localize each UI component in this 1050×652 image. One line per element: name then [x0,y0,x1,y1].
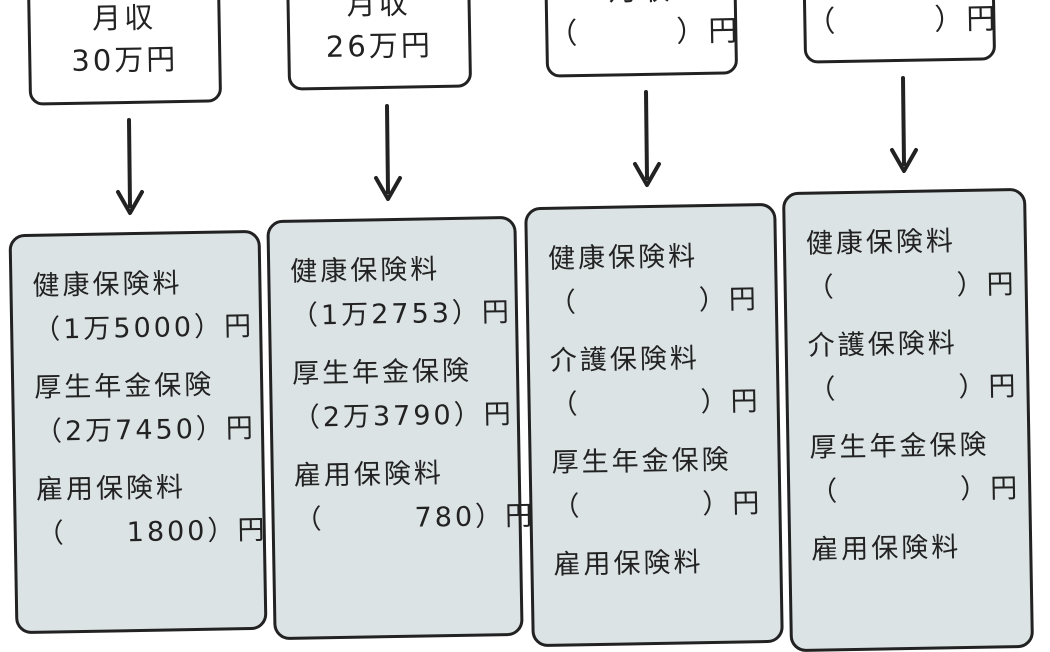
income-box-2: 月収 26万円 [285,0,473,91]
item-amount: （2万7450）円 [34,412,257,448]
deduction-item: 厚生年金保険 （ ）円 [809,423,1029,515]
income-amount: （ ）円 [548,13,741,51]
item-label: 雇用保険料 [293,458,445,492]
income-box-1: 月収 30万円 [26,0,223,106]
item-amount: （ ）円 [552,488,763,523]
income-amount: 26万円 [325,28,434,64]
item-label: 健康保険料 [805,226,957,260]
deduction-item: 雇用保険料 （ 780）円 [293,451,536,543]
item-label: 介護保険料 [549,343,701,377]
item-amount: （ ）円 [806,269,1017,304]
item-label: 健康保険料 [547,241,699,275]
arrow-down-icon [116,118,144,215]
deduction-box-2: 健康保険料 （1万2753）円 厚生年金保険 （2万3790）円 雇用保険料 （ 78… [266,215,536,641]
deduction-item: 介護保険料 （ ）円 [549,336,777,428]
deduction-item: 健康保険料 （1万5000）円 [32,261,260,353]
item-amount: （ 780）円 [294,500,536,536]
deduction-item: 厚生年金保険 （ ）円 [551,438,779,530]
item-label: 健康保険料 [289,254,441,288]
deduction-item: 雇用保険料 （ 1800）円 [35,465,268,557]
deduction-item: 雇用保険料 [811,525,1030,573]
item-amount: （ ）円 [808,371,1019,406]
income-amount: 30万円 [71,42,179,78]
income-label: 月収 [346,0,411,22]
item-amount: （ ）円 [548,284,760,319]
deduction-box-3: 健康保険料 （ ）円 介護保険料 （ ）円 厚生年金保険 （ ）円 雇用保険料 [524,202,784,648]
item-label: 健康保険料 [32,268,183,302]
deduction-item: 健康保険料 （1万2753）円 [290,247,516,339]
deduction-box-1: 健康保険料 （1万5000）円 厚生年金保険 （2万7450）円 雇用保険料 （ 18… [8,229,268,635]
income-amount: （ ）円 [806,1,999,39]
item-label: 雇用保険料 [810,532,962,566]
deduction-item: 健康保険料 （ ）円 [548,234,776,326]
deduction-item: 雇用保険料 [553,540,780,588]
deduction-item: 介護保険料 （ ）円 [807,321,1027,413]
item-label: 厚生年金保険 [33,369,215,404]
item-label: 雇用保険料 [553,547,704,581]
item-label: 雇用保険料 [35,472,187,506]
income-label: 月収 [91,0,157,36]
item-amount: （1万5000）円 [32,310,255,346]
item-amount: （ ）円 [550,386,761,421]
item-amount: （2万3790）円 [292,398,514,434]
item-label: 厚生年金保険 [291,355,473,390]
deduction-item: 厚生年金保険 （2万7450）円 [34,363,262,455]
item-amount: （ ）円 [809,473,1021,508]
deduction-item: 健康保険料 （ ）円 [806,219,1026,311]
arrow-down-icon [633,90,661,187]
item-label: 厚生年金保険 [809,429,990,464]
income-box-4: （ ）円 [801,0,999,64]
item-label: 介護保険料 [807,328,958,362]
income-box-3: 月収 （ ）円 [543,0,741,78]
item-amount: （1万2753）円 [290,296,513,332]
item-amount: （ 1800）円 [36,514,268,550]
arrow-down-icon [890,76,918,173]
arrow-down-icon [374,104,402,201]
deduction-box-4: 健康保険料 （ ）円 介護保険料 （ ）円 厚生年金保険 （ ）円 雇用保険料 [782,187,1034,652]
item-label: 厚生年金保険 [551,444,732,479]
deduction-item: 厚生年金保険 （2万3790）円 [292,349,518,441]
